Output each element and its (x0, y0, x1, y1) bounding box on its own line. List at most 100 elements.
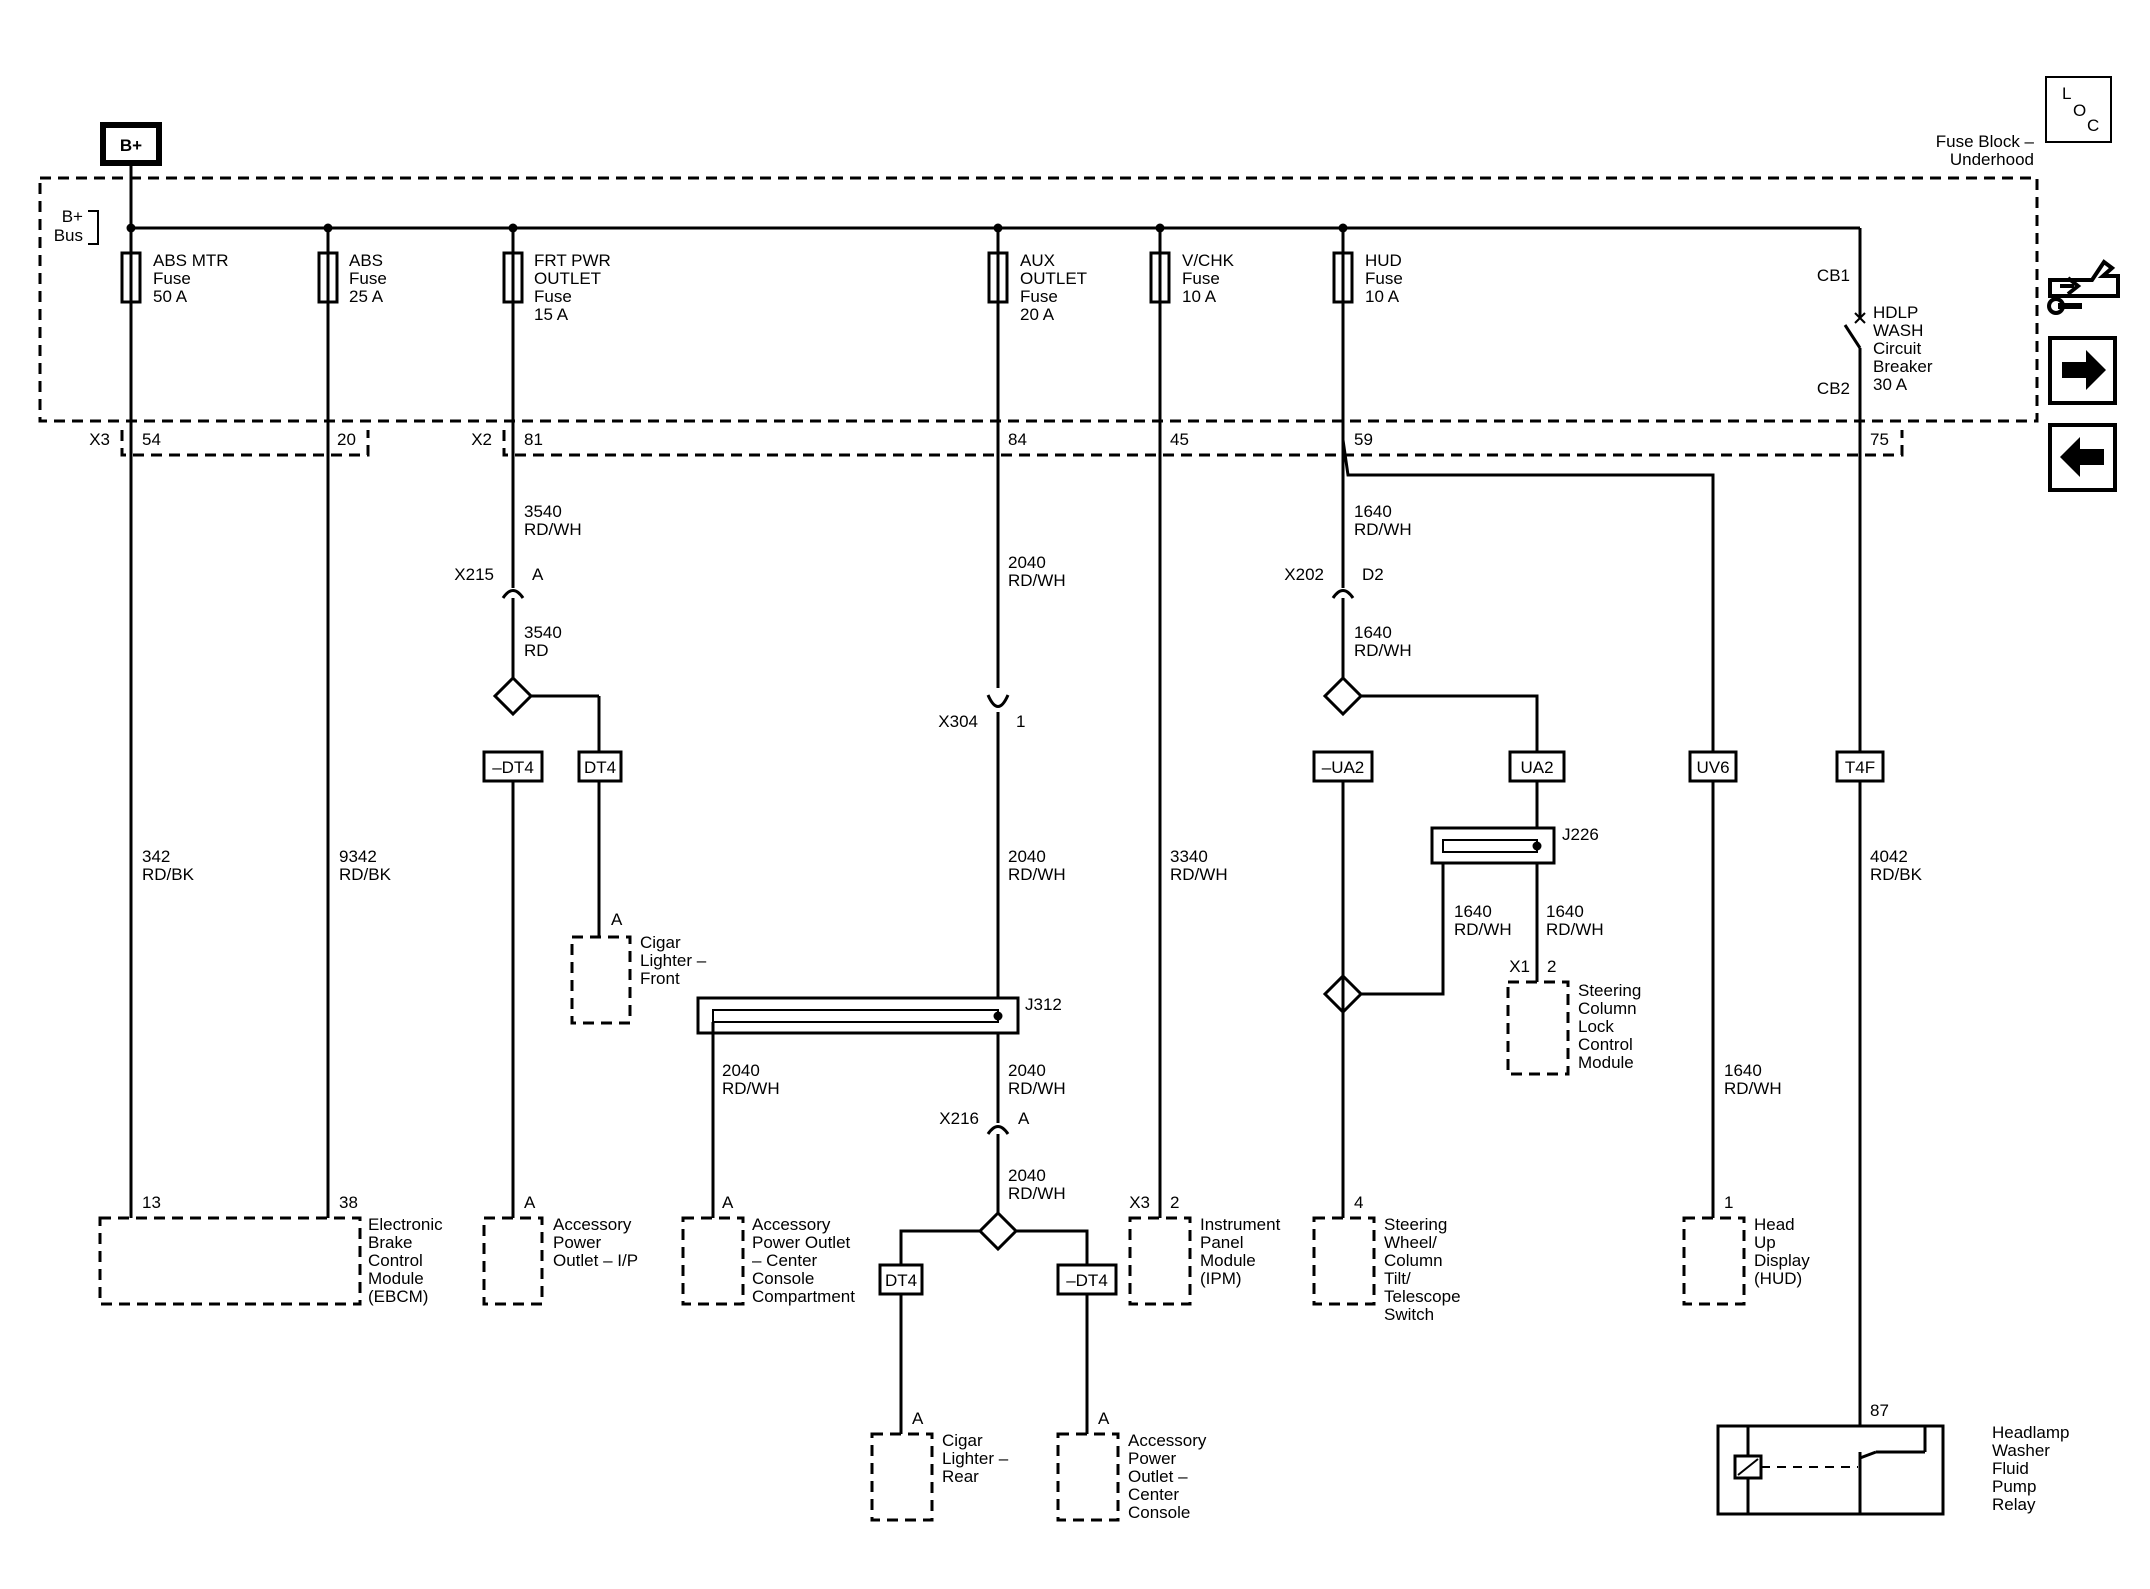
svg-text:X3: X3 (89, 430, 110, 449)
connector-x2: X2 81 84 45 59 75 (471, 430, 1904, 457)
svg-text:C: C (2087, 116, 2099, 135)
svg-text:2: 2 (1547, 957, 1556, 976)
svg-text:RD/WH: RD/WH (1008, 571, 1066, 590)
splice-j226: J226 (1430, 825, 1599, 865)
svg-text:Fuse: Fuse (1365, 269, 1403, 288)
svg-text:2: 2 (1170, 1193, 1179, 1212)
svg-text:1: 1 (1016, 712, 1025, 731)
svg-text:RD/WH: RD/WH (1008, 865, 1066, 884)
svg-text:1640: 1640 (1454, 902, 1492, 921)
svg-text:Fuse: Fuse (153, 269, 191, 288)
arrow-right-icon[interactable] (2048, 336, 2117, 405)
option-t4f: T4F (1835, 750, 1885, 783)
wire-hud-uv6 (1341, 439, 1715, 752)
svg-text:–DT4: –DT4 (492, 758, 534, 777)
component-headlamp-washer-fluid-pump-relay: 87 Headlamp Washer Fluid Pump Relay (1716, 1401, 2070, 1516)
svg-text:45: 45 (1170, 430, 1189, 449)
arrow-left-icon[interactable] (2048, 423, 2117, 492)
svg-text:Rear: Rear (942, 1467, 979, 1486)
wire-342-label-2: RD/BK (142, 865, 195, 884)
svg-text:Accessory: Accessory (752, 1215, 831, 1234)
svg-text:1640: 1640 (1724, 1061, 1762, 1080)
svg-text:Up: Up (1754, 1233, 1776, 1252)
loc-icon[interactable]: L O C (2045, 76, 2112, 143)
svg-text:Lighter –: Lighter – (942, 1449, 1009, 1468)
svg-text:J312: J312 (1025, 995, 1062, 1014)
svg-text:Center: Center (1128, 1485, 1179, 1504)
option-no-ua2: –UA2 (1312, 750, 1374, 783)
svg-text:87: 87 (1870, 1401, 1889, 1420)
svg-text:3540: 3540 (524, 502, 562, 521)
svg-text:Fuse: Fuse (1020, 287, 1058, 306)
svg-text:50 A: 50 A (153, 287, 188, 306)
svg-text:59: 59 (1354, 430, 1373, 449)
splice-steering (1322, 973, 1364, 1015)
component-steering-column-lock-control-module: X1 2 Steering Column Lock Control Module (1506, 957, 1641, 1076)
svg-text:2040: 2040 (1008, 1166, 1046, 1185)
svg-text:J226: J226 (1562, 825, 1599, 844)
component-cigar-lighter-rear: A Cigar Lighter – Rear (870, 1409, 1009, 1522)
svg-text:A: A (1098, 1409, 1110, 1428)
svg-text:1: 1 (1724, 1193, 1733, 1212)
svg-text:A: A (722, 1193, 734, 1212)
inline-connector-x216: X216 A (939, 1109, 1030, 1135)
bus-bracket (88, 210, 99, 245)
option-no-dt4-a: –DT4 (482, 750, 544, 783)
svg-text:2040: 2040 (1008, 1061, 1046, 1080)
svg-text:Wheel/: Wheel/ (1384, 1233, 1437, 1252)
svg-text:OUTLET: OUTLET (534, 269, 601, 288)
svg-text:Module: Module (1200, 1251, 1256, 1270)
svg-text:X2: X2 (471, 430, 492, 449)
battery-positive-label: B+ (100, 122, 162, 166)
svg-text:Column: Column (1384, 1251, 1443, 1270)
component-steering-wheel-column-tilt-telescope-switch: 4 Steering Wheel/ Column Tilt/ Telescope… (1312, 1193, 1461, 1324)
svg-text:Front: Front (640, 969, 680, 988)
svg-text:A: A (912, 1409, 924, 1428)
svg-text:(IPM): (IPM) (1200, 1269, 1242, 1288)
component-accessory-power-outlet-center-console-compartment: A Accessory Power Outlet – Center Consol… (681, 1193, 855, 1306)
svg-text:RD/WH: RD/WH (722, 1079, 780, 1098)
svg-text:X3: X3 (1129, 1193, 1150, 1212)
svg-text:3540: 3540 (524, 623, 562, 642)
svg-text:1640: 1640 (1354, 502, 1392, 521)
svg-text:RD/WH: RD/WH (1454, 920, 1512, 939)
svg-text:DT4: DT4 (584, 758, 616, 777)
svg-text:A: A (524, 1193, 536, 1212)
svg-text:Control: Control (1578, 1035, 1633, 1054)
option-splice-hud (1322, 675, 1364, 717)
svg-text:RD/WH: RD/WH (1546, 920, 1604, 939)
svg-text:Column: Column (1578, 999, 1637, 1018)
svg-text:Circuit: Circuit (1873, 339, 1921, 358)
svg-text:Electronic: Electronic (368, 1215, 443, 1234)
svg-text:–UA2: –UA2 (1322, 758, 1365, 777)
svg-text:54: 54 (142, 430, 161, 449)
svg-text:FRT PWR: FRT PWR (534, 251, 611, 270)
svg-text:15 A: 15 A (534, 305, 569, 324)
component-head-up-display: 1 Head Up Display (HUD) (1682, 1193, 1810, 1306)
svg-text:Module: Module (1578, 1053, 1634, 1072)
svg-text:V/CHK: V/CHK (1182, 251, 1235, 270)
svg-text:Fuse: Fuse (534, 287, 572, 306)
svg-text:X215: X215 (454, 565, 494, 584)
svg-text:(EBCM): (EBCM) (368, 1287, 428, 1306)
svg-text:84: 84 (1008, 430, 1027, 449)
svg-text:1640: 1640 (1354, 623, 1392, 642)
svg-text:3340: 3340 (1170, 847, 1208, 866)
option-dt4-a: DT4 (577, 750, 623, 783)
svg-text:Breaker: Breaker (1873, 357, 1933, 376)
wire-9342-label-2: RD/BK (339, 865, 392, 884)
svg-text:Telescope: Telescope (1384, 1287, 1461, 1306)
inline-connector-x215: X215 A (454, 565, 544, 599)
repair-car-icon[interactable] (2047, 259, 2120, 315)
svg-text:RD/BK: RD/BK (1870, 865, 1923, 884)
svg-text:Steering: Steering (1384, 1215, 1447, 1234)
option-dt4-b: DT4 (878, 1263, 924, 1296)
fuse-frt-pwr-outlet: FRT PWR OUTLET Fuse 15 A (502, 251, 611, 324)
bus-label-2: Bus (54, 226, 83, 245)
component-accessory-power-outlet-ip: A Accessory Power Outlet – I/P (482, 1193, 638, 1306)
svg-text:UA2: UA2 (1520, 758, 1553, 777)
svg-text:L: L (2062, 84, 2071, 103)
option-splice-aux (977, 1210, 1019, 1252)
svg-text:Brake: Brake (368, 1233, 412, 1252)
